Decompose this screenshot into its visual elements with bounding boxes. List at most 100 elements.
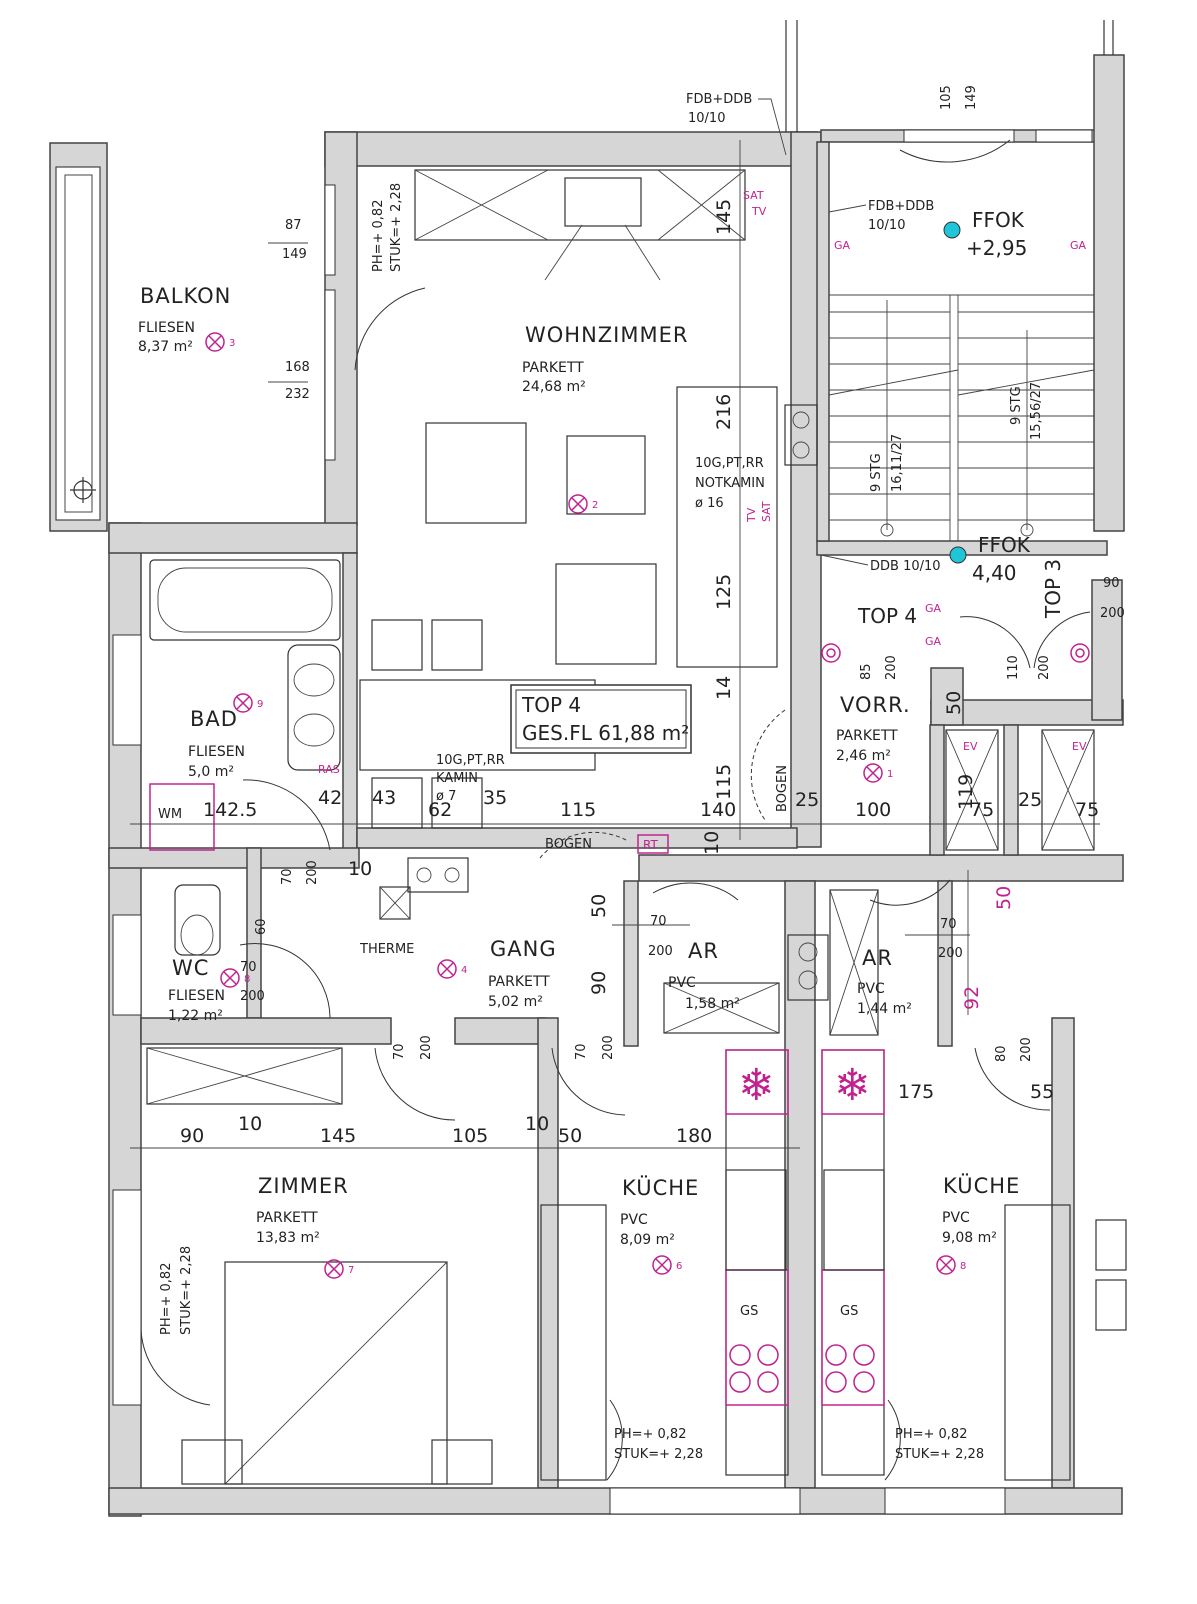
dim-bottom-10-a: 10: [238, 1113, 262, 1135]
light-outlet-number: 2: [592, 500, 598, 511]
wall-ar2-right: [937, 880, 953, 1047]
ffok1-label: FFOK: [972, 208, 1025, 232]
light-outlet-icon: 1: [863, 763, 893, 783]
note-ga4: GA: [925, 635, 942, 648]
door-height-200-i: 200: [1037, 655, 1052, 680]
fridge-snowflake-icon: ❄: [834, 1060, 871, 1111]
staircase: [828, 294, 1095, 541]
stove-burner: [825, 1344, 847, 1366]
room-area-kueche1: 8,09 m²: [620, 1232, 675, 1248]
stove-burner: [757, 1344, 779, 1366]
dim-43: 43: [372, 787, 396, 809]
wall-right-lower: [1091, 579, 1123, 721]
light-outlet-number: 9: [257, 699, 263, 710]
ffok2-label: FFOK: [978, 533, 1031, 557]
room-name-vorr: VORR.: [840, 693, 911, 717]
door-height-200-e: 200: [938, 946, 963, 961]
room-floor-kueche1: PVC: [620, 1212, 648, 1228]
door-width-70-d: 70: [650, 914, 667, 929]
room-floor-wohnzimmer: PARKETT: [522, 360, 584, 376]
dim-75-a: 75: [970, 799, 994, 821]
window-note-stuk-4: STUK=+ 2,28: [895, 1447, 984, 1462]
wall-bath-top: [108, 522, 358, 554]
door-height-200-h: 200: [884, 655, 899, 680]
door-height-200-a: 200: [305, 860, 320, 885]
dim-90-right: 90: [1103, 576, 1120, 591]
room-name-wc: WC: [172, 956, 209, 980]
light-outlet-icon: 3: [205, 332, 235, 352]
light-outlet-number: 7: [348, 1265, 354, 1276]
unit-summary-box: TOP 4 GES.FL 61,88 m²: [510, 684, 692, 754]
note-ddb: DDB 10/10: [870, 559, 941, 574]
window-note-ph-4: PH=+ 0,82: [895, 1427, 967, 1442]
bathtub: [149, 559, 341, 641]
fridge-snowflake-icon: ❄: [738, 1060, 775, 1111]
stair-run2-ratio: 15,56/27: [1029, 382, 1044, 440]
room-area-balkon: 8,37 m²: [138, 339, 193, 355]
room-area-bad: 5,0 m²: [188, 764, 234, 780]
room-name-gang: GANG: [490, 937, 557, 961]
window-note-stuk-3: STUK=+ 2,28: [614, 1447, 703, 1462]
room-floor-bad: FLIESEN: [188, 744, 245, 760]
dim-62: 62: [428, 799, 452, 821]
note-sat2: SAT: [760, 501, 773, 522]
light-outlet-icon: 7: [324, 1259, 354, 1279]
room-area-kueche2: 9,08 m²: [942, 1230, 997, 1246]
level-marker-icon: [949, 546, 967, 564]
stove-burner: [853, 1344, 875, 1366]
door-height-200-b: 200: [419, 1035, 434, 1060]
unit-total-area: GES.FL 61,88 m²: [522, 721, 689, 745]
light-outlet-number: 3: [229, 338, 235, 349]
room-area-wohnzimmer: 24,68 m²: [522, 379, 586, 395]
dim-bottom-90: 90: [180, 1125, 204, 1147]
socket-icon: [821, 643, 841, 663]
dim-142-5: 142.5: [203, 799, 257, 821]
wall-ev-divider: [1003, 724, 1019, 856]
room-name-kueche1: KÜCHE: [622, 1175, 699, 1200]
ffok2-value: 4,40: [972, 561, 1017, 585]
note-kamin2-sub: KAMIN: [436, 771, 478, 786]
top3-label: TOP 3: [1041, 559, 1065, 619]
window-note-ph-3: PH=+ 0,82: [614, 1427, 686, 1442]
dim-105-top: 105: [939, 85, 954, 110]
note-kamin2-dia: ø 7: [436, 789, 456, 804]
stair-run1-ratio: 16,11/27: [890, 434, 905, 492]
wall-stair-right: [1093, 54, 1125, 532]
note-kamin1: 10G,PT,RR: [695, 456, 764, 471]
dim-115-horiz: 115: [560, 799, 596, 821]
note-bogen2: BOGEN: [775, 765, 790, 812]
note-fdb-stair-size: 10/10: [868, 218, 905, 233]
light-outlet-number: 8: [244, 974, 250, 985]
wall-living-right: [790, 131, 822, 848]
dim-100: 100: [855, 799, 891, 821]
window-note-ph-2: PH=+ 0,82: [159, 1263, 174, 1335]
note-fdb-top-size: 10/10: [688, 111, 725, 126]
room-name-balkon: BALKON: [140, 284, 231, 308]
room-area-wc: 1,22 m²: [168, 1008, 223, 1024]
wall-vorr-pier: [930, 667, 964, 726]
note-notkamin: NOTKAMIN: [695, 476, 765, 491]
dim-200-right: 200: [1100, 606, 1125, 621]
top4-label: TOP 4: [857, 604, 917, 628]
window-notes: PH=+ 0,82 STUK=+ 2,28 PH=+ 0,82 STUK=+ 2…: [159, 183, 984, 1462]
window-note-ph-1: PH=+ 0,82: [371, 200, 386, 272]
note-ras: RAS: [318, 763, 340, 776]
door-width-70-b: 70: [392, 1043, 407, 1060]
note-ev1: EV: [963, 740, 978, 753]
room-floor-wc: FLIESEN: [168, 988, 225, 1004]
dim-42: 42: [318, 787, 342, 809]
wall-stair-left: [816, 141, 830, 542]
note-ev2: EV: [1072, 740, 1087, 753]
room-floor-ar1: PVC: [668, 975, 696, 991]
wall-bath-right: [342, 552, 358, 854]
light-outlet-icon: 4: [437, 959, 467, 979]
dim-10-a: 10: [348, 858, 372, 880]
wardrobe: [146, 1047, 343, 1105]
wall-ev-left: [929, 724, 945, 856]
note-bogen1: BOGEN: [545, 837, 592, 852]
dim-119: 119: [955, 774, 977, 810]
light-outlet-number: 4: [461, 965, 467, 976]
dim-bottom-180: 180: [676, 1125, 712, 1147]
